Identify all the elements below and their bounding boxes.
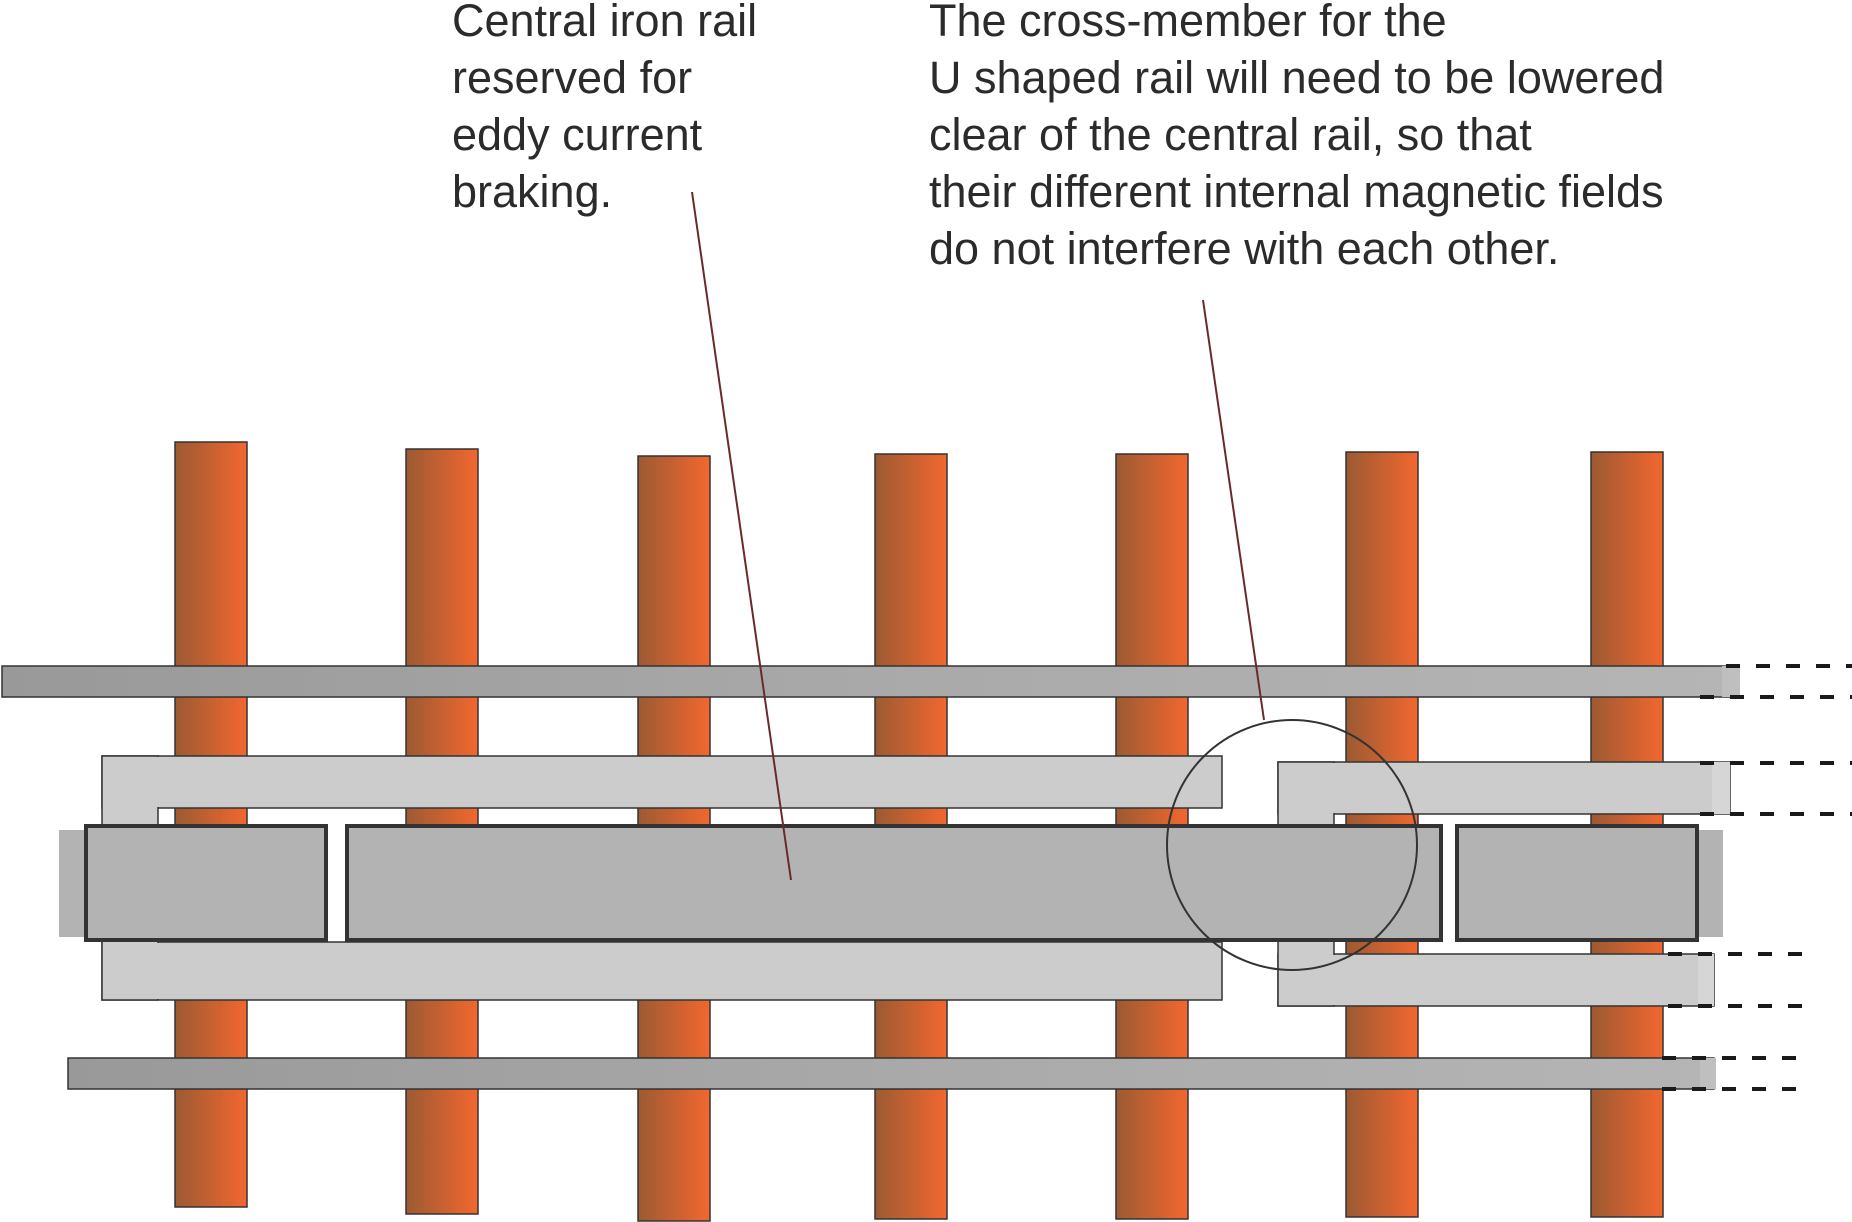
running-rail-bottom-end [1700,1058,1716,1089]
dashed-continuation-icon [1662,664,1852,1091]
central-rail [84,824,1699,942]
central-rail-segment-1 [84,824,328,942]
callout-central-rail: Central iron rail reserved for eddy curr… [452,0,757,220]
callout-cross-member-line-1: The cross-member for the [929,0,1447,46]
central-rail-segment-3 [1455,824,1699,942]
central-rail-segment-2 [345,824,1443,942]
callout-central-rail-line-2: reserved for [452,52,693,103]
callout-cross-member-line-5: do not interfere with each other. [929,223,1560,274]
u-rail-right-bottom-end [1698,954,1714,1006]
u-rail-right-top-fill [1279,763,1729,813]
callout-cross-member: The cross-member for the U shaped rail w… [929,0,1664,277]
central-rail-cap-right [1697,830,1723,937]
running-rail-top-end [1722,666,1740,697]
running-rail-bottom [67,1057,1715,1090]
callout-cross-member-line-2: U shaped rail will need to be lowered [929,52,1665,103]
callout-cross-member-line-3: clear of the central rail, so that [929,109,1532,160]
circle-highlight-icon [1166,719,1418,971]
running-rail-top [1,665,1733,698]
callout-central-rail-line-1: Central iron rail [452,0,758,46]
callout-central-rail-line-3: eddy current [452,109,703,160]
callout-cross-member-line-4: their different internal magnetic fields [929,166,1664,217]
leader-line-cross-member [1202,299,1265,721]
u-rail-left-top-fill [103,757,1221,807]
u-rail-right-top-end [1712,762,1730,814]
leader-line-central-rail [691,191,792,881]
u-rail-left-bottom-fill [103,943,1221,999]
callout-central-rail-line-4: braking. [452,166,613,217]
u-rail-right-bottom-fill [1279,955,1713,1005]
